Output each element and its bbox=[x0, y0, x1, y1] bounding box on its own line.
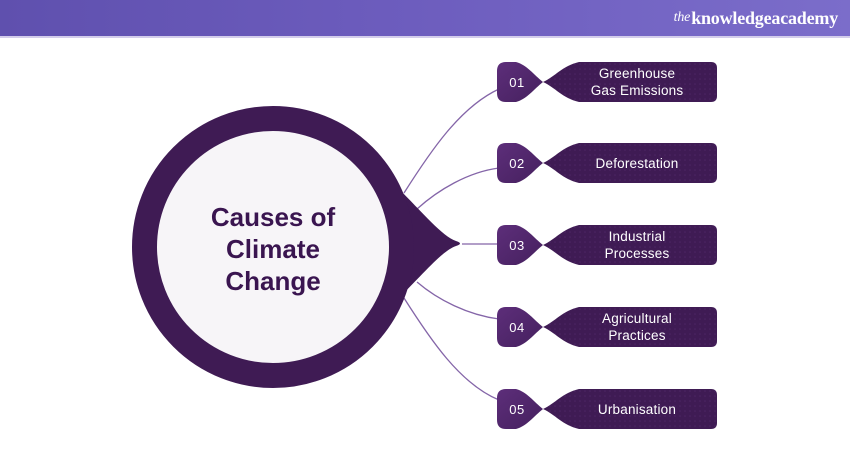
cause-label-1: Greenhouse Gas Emissions bbox=[581, 62, 693, 102]
cause-label-2-line1: Deforestation bbox=[595, 155, 679, 171]
cause-label-5-line1: Urbanisation bbox=[597, 401, 677, 417]
title-line-2: Climate bbox=[226, 234, 320, 264]
title-line-1: Causes of bbox=[210, 202, 336, 232]
logo-the: the bbox=[673, 10, 691, 25]
connector-lines bbox=[403, 88, 500, 401]
cause-number-2: 02 bbox=[509, 155, 525, 171]
cause-label-3-line2: Processes bbox=[604, 246, 670, 261]
connector-2 bbox=[416, 167, 500, 210]
cause-shape-3 bbox=[497, 225, 717, 265]
cause-label-4-line2: Practices bbox=[608, 328, 666, 343]
title-line-3: Change bbox=[225, 266, 321, 296]
cause-number-3: 03 bbox=[509, 237, 525, 253]
connector-4 bbox=[416, 281, 500, 320]
logo-knowledge: knowledge bbox=[691, 7, 772, 28]
circle-pointer-beak bbox=[396, 186, 460, 301]
logo-academy: academy bbox=[771, 7, 838, 28]
cause-shape-2 bbox=[497, 143, 717, 183]
cause-label-3-line1: Industrial bbox=[608, 229, 666, 244]
cause-shape-5 bbox=[497, 389, 717, 429]
cause-label-1-line1: Greenhouse bbox=[598, 66, 676, 81]
connector-1 bbox=[403, 88, 500, 194]
cause-label-2: Deforestation bbox=[581, 143, 693, 183]
cause-label-1-line2: Gas Emissions bbox=[590, 83, 684, 98]
cause-shapes bbox=[497, 62, 717, 429]
cause-label-4-line1: Agricultural bbox=[602, 311, 672, 326]
cause-number-5: 05 bbox=[509, 401, 525, 417]
cause-shape-4 bbox=[497, 307, 717, 347]
cause-label-3: Industrial Processes bbox=[581, 225, 693, 265]
cause-label-4: Agricultural Practices bbox=[581, 307, 693, 347]
cause-number-1: 01 bbox=[509, 74, 525, 90]
cause-number-4: 04 bbox=[509, 319, 525, 335]
central-topic-title: Causes of Climate Change bbox=[173, 201, 373, 297]
cause-shape-1 bbox=[497, 62, 717, 102]
central-circle bbox=[132, 106, 414, 388]
cause-label-5: Urbanisation bbox=[581, 389, 693, 429]
connector-5 bbox=[403, 297, 500, 401]
